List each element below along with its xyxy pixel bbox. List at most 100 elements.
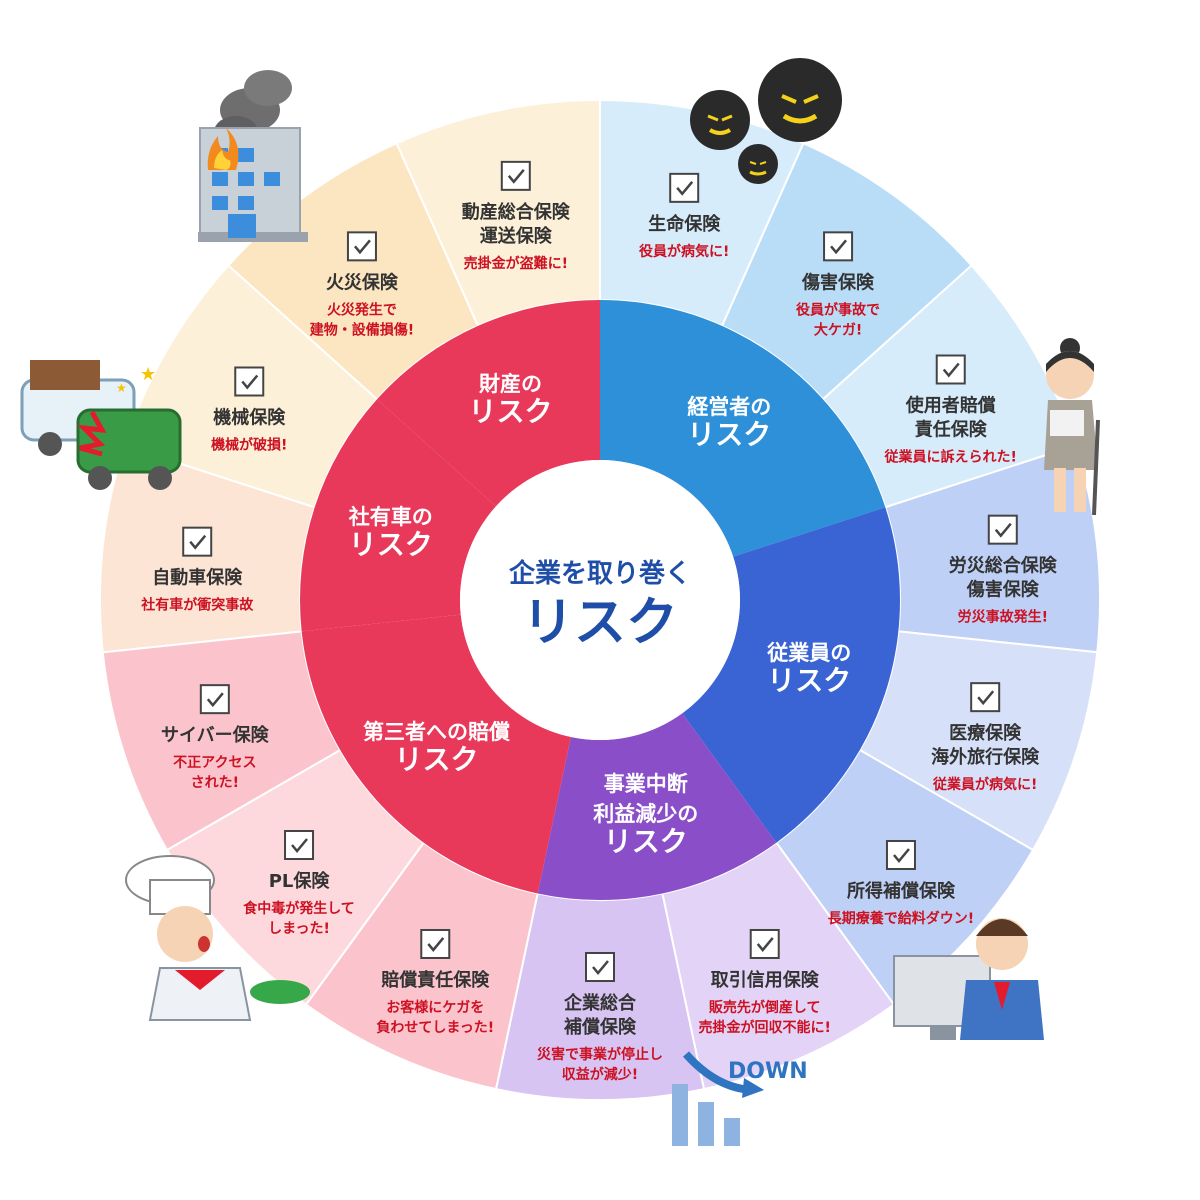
insurance-title: 企業総合: [563, 992, 637, 1014]
center-circle: [460, 460, 740, 740]
check-mark-icon: [241, 374, 259, 390]
insurance-description: 役員が病気に!: [639, 243, 729, 260]
insurance-description: 食中毒が発生して: [243, 900, 355, 917]
insurance-description: 従業員に訴えられた!: [884, 449, 1017, 466]
category-text: リスク: [767, 664, 851, 697]
insurance-title: 自動車保険: [152, 567, 243, 589]
check-mark-icon: [206, 692, 224, 708]
check-mark-icon: [942, 362, 960, 378]
check-icon: [182, 526, 213, 557]
check-mark-icon: [189, 534, 207, 550]
insurance-title: 補償保険: [563, 1016, 637, 1038]
insurance-description: 売掛金が回収不能に!: [699, 1019, 831, 1036]
insurance-description: お客様にケガを: [386, 999, 484, 1016]
insurance-title: 責任保険: [915, 419, 988, 441]
check-mark-icon: [977, 690, 995, 706]
insurance-title: 火災保険: [326, 271, 399, 293]
down-label: DOWN: [728, 1059, 808, 1084]
check-mark-icon: [353, 239, 371, 255]
insurance-title: 生命保険: [648, 213, 721, 235]
insurance-description: 火災発生で: [327, 301, 397, 318]
check-icon: [935, 354, 966, 385]
insurance-title: 機械保険: [213, 407, 286, 429]
check-mark-icon: [756, 937, 774, 952]
injured-person-icon: [1044, 338, 1100, 516]
insurance-labels: 生命保険役員が病気に!傷害保険役員が事故で大ケガ!使用者賠償責任保険従業員に訴え…: [140, 160, 1058, 1083]
check-mark-icon: [676, 181, 694, 196]
check-mark-icon: [994, 522, 1012, 538]
insurance-title: 使用者賠償: [905, 395, 997, 417]
category-text: 従業員の: [766, 641, 851, 665]
category-text: 社有車の: [348, 505, 433, 529]
category-property: [377, 300, 600, 507]
center-title-line1: 企業を取り巻く: [509, 558, 691, 589]
check-icon: [749, 928, 780, 959]
insurance-title: 医療保険: [949, 722, 1022, 744]
check-mark-icon: [592, 960, 609, 975]
insurance-title: 海外旅行保険: [931, 746, 1040, 768]
insurance-description: 災害で事業が停止し: [537, 1046, 663, 1063]
virus-icon: [690, 58, 842, 184]
category-business: [537, 713, 777, 901]
category-text: 財産の: [479, 372, 542, 396]
check-icon: [669, 172, 700, 203]
insurance-title: サイバー保険: [161, 724, 270, 746]
insurance-title: 所得補償保険: [847, 880, 956, 902]
check-mark-icon: [291, 838, 308, 853]
insurance-title: 動産総合保険: [462, 201, 571, 223]
category-text: リスク: [687, 418, 771, 451]
insurance-title: 取引信用保険: [711, 969, 820, 991]
check-icon: [284, 829, 315, 860]
svg-text:★: ★: [116, 381, 127, 395]
insurance-description: 負わせてしまった!: [376, 1019, 494, 1036]
inner-ring: [300, 300, 901, 901]
insurance-description: 社有車が衝突事故: [140, 597, 254, 614]
category-employee: [682, 507, 901, 843]
check-mark-icon: [507, 169, 525, 184]
car-crash-icon: ★ ★: [20, 360, 182, 490]
insurance-description: 収益が減少!: [562, 1066, 638, 1083]
category-text: リスク: [395, 743, 479, 776]
insurance-description: しまった!: [268, 921, 330, 937]
category-text: リスク: [469, 395, 553, 428]
category-text: リスク: [604, 825, 688, 858]
insurance-description: 機械が破損!: [211, 437, 287, 454]
svg-text:★: ★: [140, 364, 156, 385]
chef-icon: [125, 855, 310, 1021]
check-icon: [199, 684, 230, 715]
category-vehicle: [300, 399, 496, 632]
check-icon: [420, 928, 451, 959]
insurance-description: 販売先が倒産して: [709, 999, 821, 1016]
check-icon: [346, 231, 377, 262]
category-text: 事業中断: [604, 772, 688, 796]
category-liability: [301, 614, 571, 894]
insurance-title: 傷害保険: [966, 579, 1040, 601]
insurance-description: 労災事故発生!: [958, 609, 1048, 626]
category-text: 経営者の: [687, 395, 771, 419]
category-management: [600, 300, 886, 557]
insurance-description: 売掛金が盗難に!: [464, 255, 568, 272]
category-text: 利益減少の: [593, 802, 698, 826]
insurance-description: された!: [191, 775, 239, 791]
outer-ring: [99, 98, 1101, 1101]
category-labels: 経営者のリスク従業員のリスク事業中断利益減少のリスク第三者への賠償リスク社有車の…: [348, 372, 851, 858]
insurance-title: PL保険: [269, 870, 331, 892]
insurance-title: 運送保険: [480, 225, 553, 247]
